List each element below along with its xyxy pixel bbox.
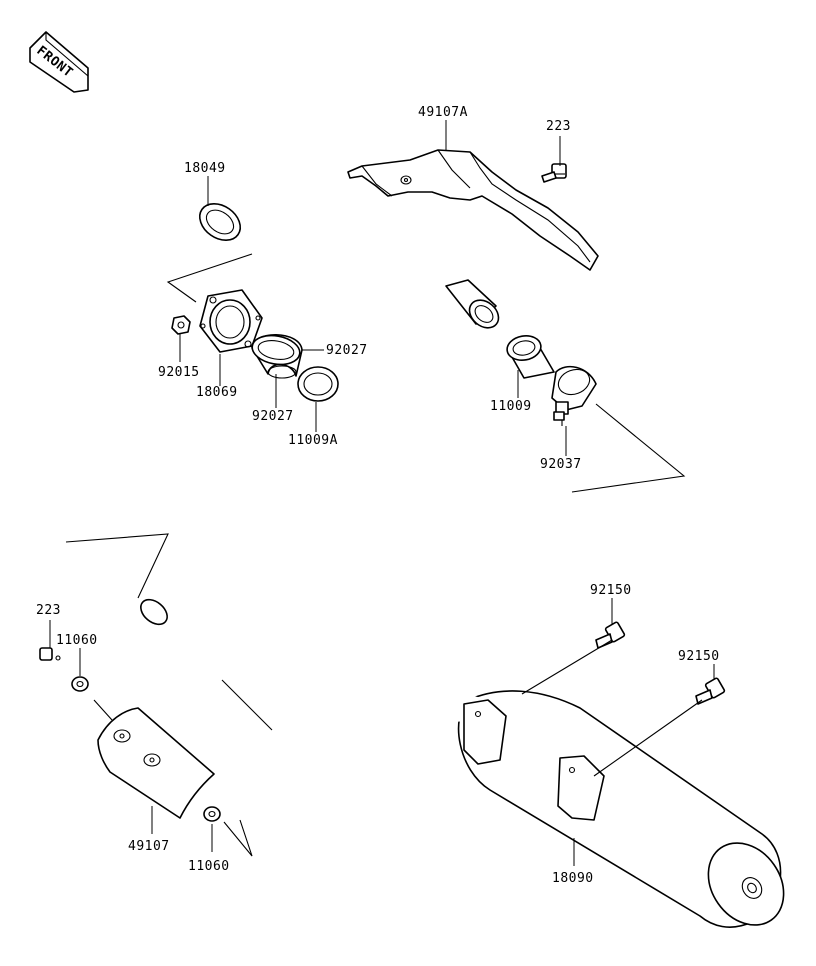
label-49107A: 49107A	[418, 105, 468, 120]
label-18090: 18090	[552, 871, 594, 886]
upper-assembly-guides	[166, 253, 686, 493]
heat-guard-49107[interactable]	[97, 707, 215, 819]
label-223-top: 223	[546, 119, 571, 134]
bolt-92150-upper[interactable]	[595, 621, 626, 649]
gasket-11009A[interactable]	[297, 366, 339, 402]
clamp-92037[interactable]	[551, 365, 597, 426]
upper-leader-lines	[179, 120, 567, 456]
muffler-bracket-front	[463, 699, 507, 765]
label-92027-right: 92027	[326, 343, 368, 358]
label-49107: 49107	[128, 839, 170, 854]
collar-11060-bottom[interactable]	[203, 806, 221, 822]
front-direction-badge: FRONT	[29, 31, 89, 93]
tail-pipe[interactable]	[136, 595, 489, 778]
front-arrow-icon	[29, 31, 89, 93]
head-pipe-18049[interactable]	[193, 196, 504, 333]
nut-92015[interactable]	[171, 315, 191, 335]
bolt-223-top[interactable]	[541, 163, 567, 183]
lower-leader-lines	[49, 598, 715, 866]
label-18049: 18049	[184, 161, 226, 176]
label-92015: 92015	[158, 365, 200, 380]
lower-assembly-guides	[65, 533, 703, 857]
label-11060-bottom: 11060	[188, 859, 230, 874]
muffler-bracket-rear	[557, 755, 605, 821]
muffler-18090[interactable]	[457, 690, 800, 940]
label-11060-top: 11060	[56, 633, 98, 648]
heat-guard-49107A[interactable]	[347, 149, 599, 271]
label-11009A: 11009A	[288, 433, 338, 448]
label-18069: 18069	[196, 385, 238, 400]
label-92150-lower: 92150	[678, 649, 720, 664]
bolt-92150-lower[interactable]	[695, 677, 726, 705]
label-92037: 92037	[540, 457, 582, 472]
label-92150-upper: 92150	[590, 583, 632, 598]
gasket-11009[interactable]	[505, 333, 555, 379]
label-11009: 11009	[490, 399, 532, 414]
gasket-92027-large[interactable]	[250, 332, 303, 379]
label-92027-bottom: 92027	[252, 409, 294, 424]
label-223-bottom: 223	[36, 603, 61, 618]
collar-11060-top[interactable]	[71, 676, 89, 692]
bolt-223-bottom[interactable]	[39, 647, 61, 661]
flange-18069[interactable]	[199, 289, 263, 353]
